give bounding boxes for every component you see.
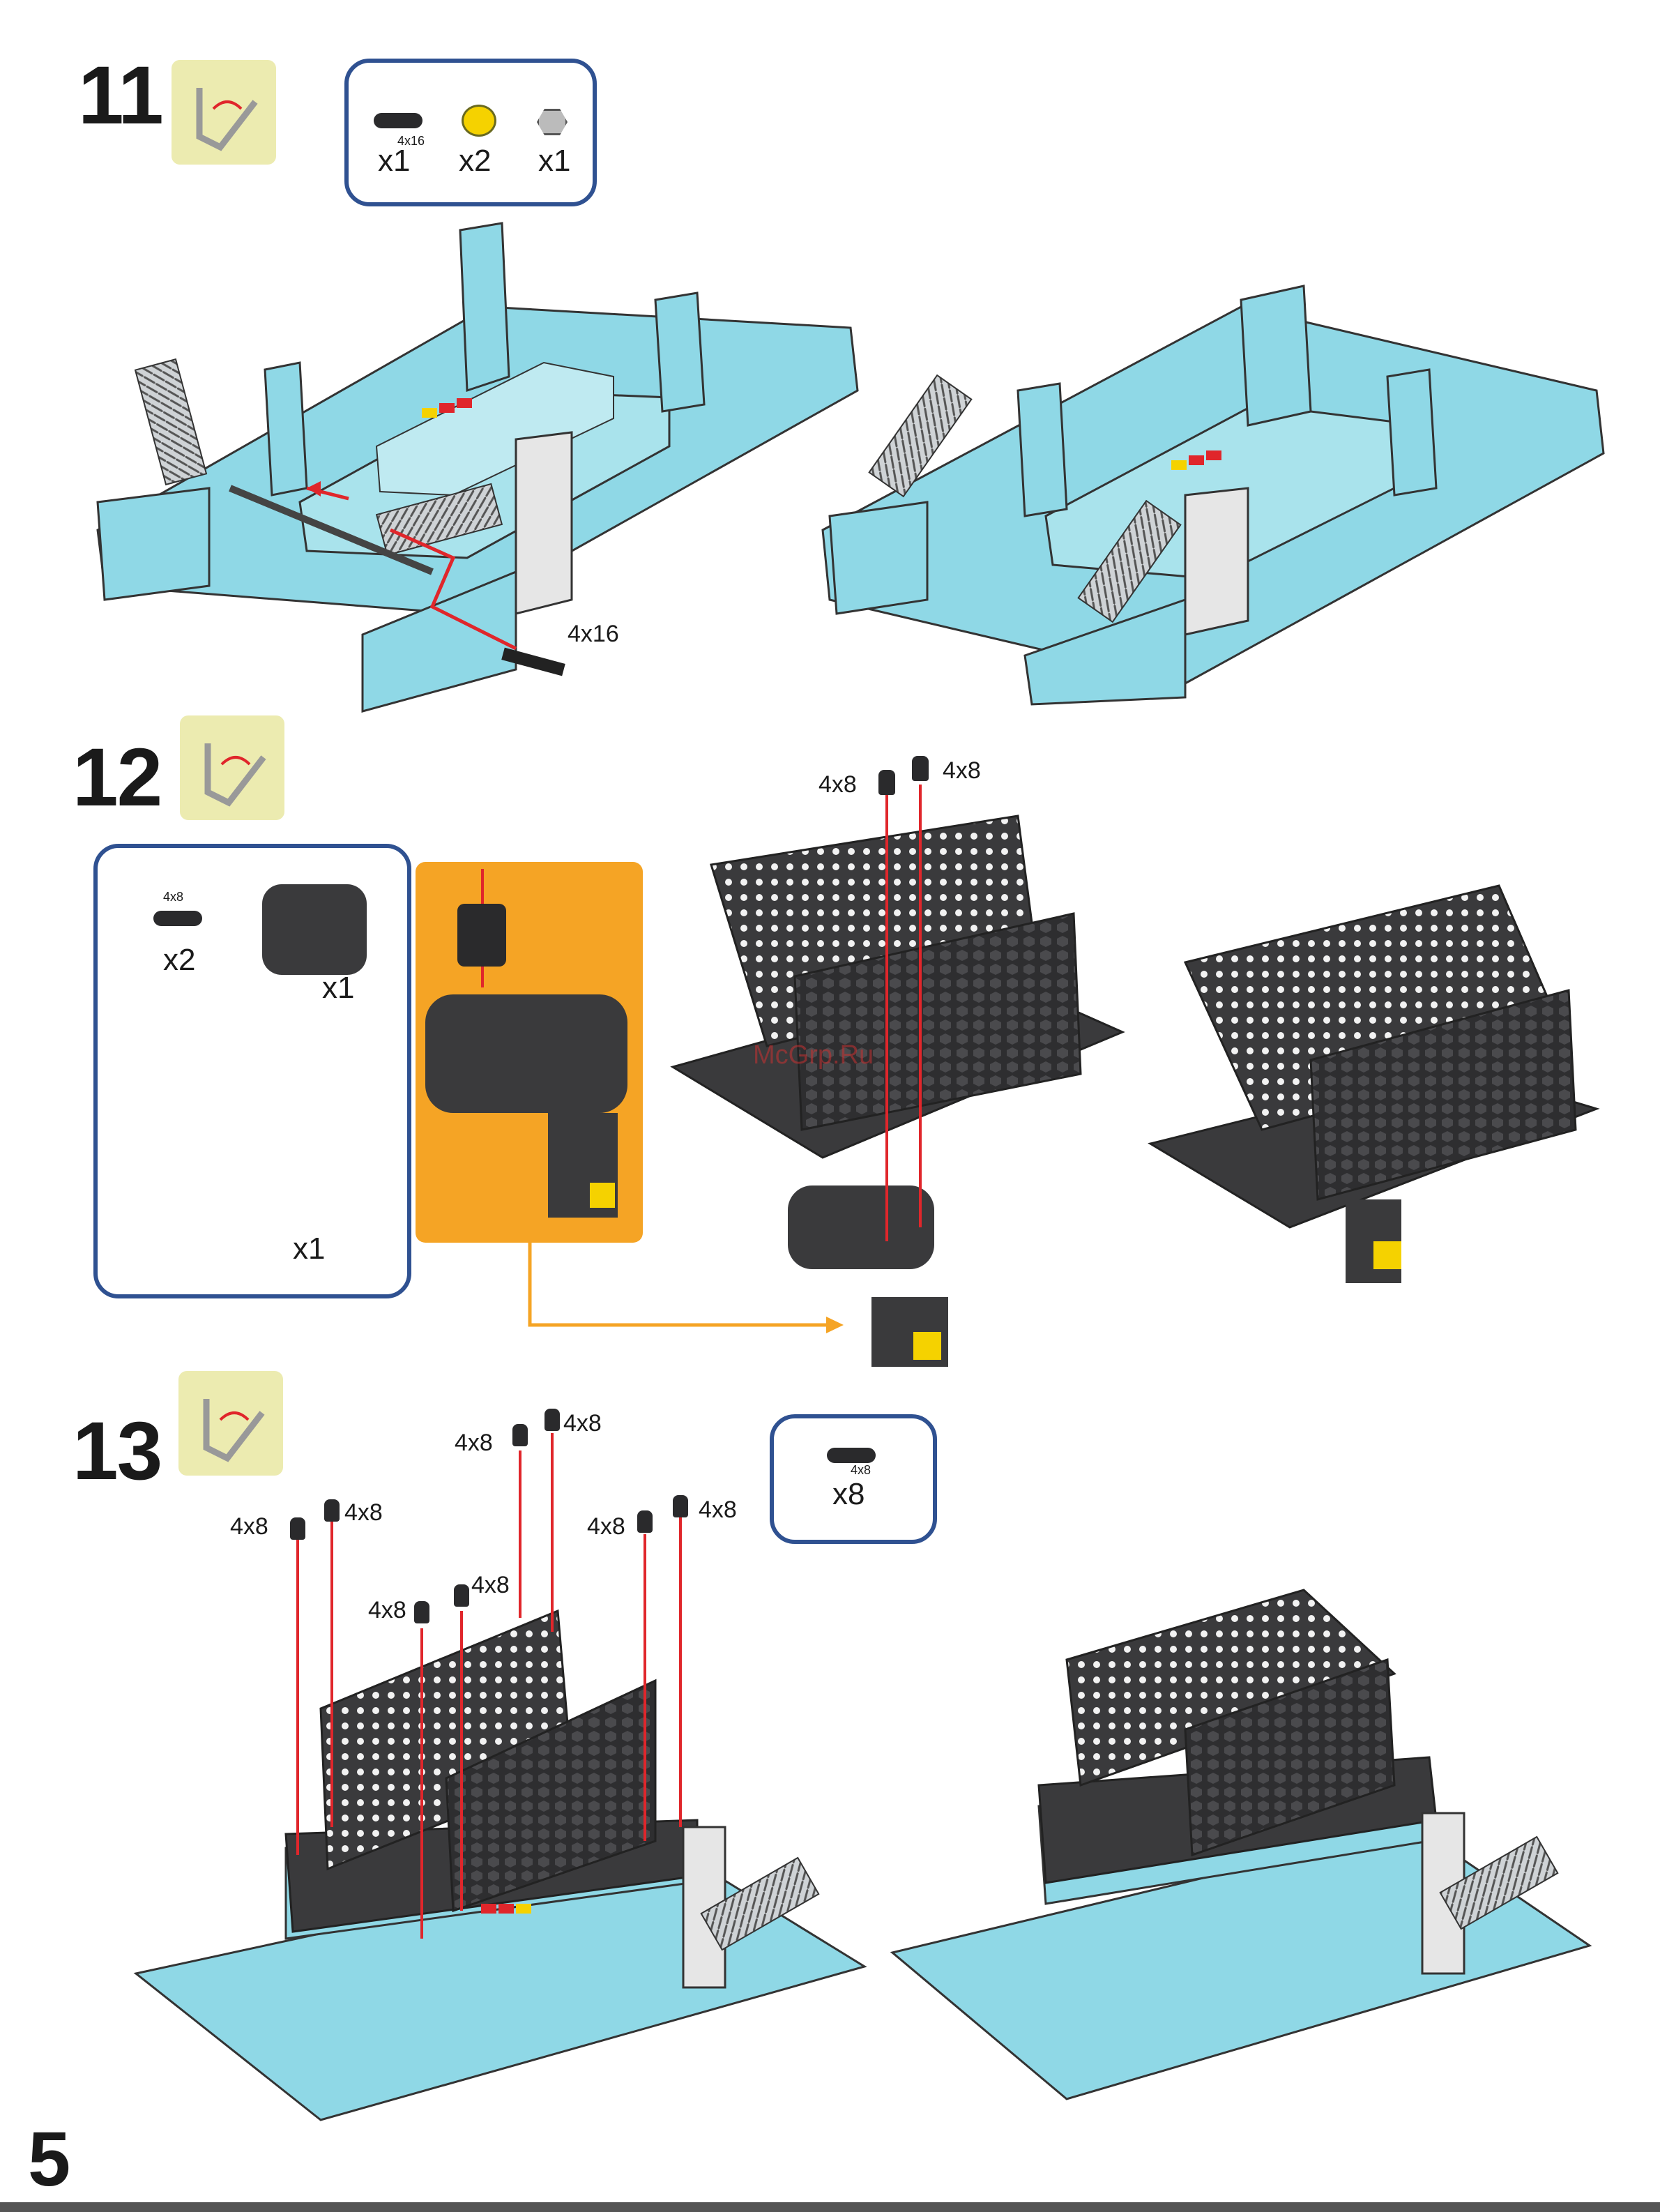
step12-assembly-exploded: [673, 816, 1122, 1367]
bottom-divider: [0, 2202, 1660, 2212]
screw-icon: [153, 911, 202, 926]
part-qty: x2: [459, 144, 491, 179]
step11-chassis-before: [98, 223, 858, 711]
callout-label: 4x8: [943, 757, 981, 785]
part-qty: x1: [538, 144, 570, 179]
step11-chassis-after: [823, 286, 1604, 704]
screw-icon: [637, 1510, 653, 1533]
part-qty: x1: [378, 144, 410, 179]
screw-icon: [673, 1495, 688, 1517]
step13-assembly-result: [892, 1590, 1590, 2099]
callout-label: 4x8: [587, 1513, 625, 1540]
bucket-icon: [149, 1088, 351, 1248]
step-number-11: 11: [78, 54, 162, 137]
spacer-icon: [462, 105, 496, 137]
screw-icon: [827, 1448, 876, 1463]
part-size-label: 4x8: [163, 890, 183, 904]
screw-icon: [512, 1424, 528, 1446]
callout-label: 4x8: [563, 1410, 602, 1437]
step-number-12: 12: [73, 736, 161, 819]
servo-gear-assembly-drawing: [416, 862, 643, 1243]
part-qty: x1: [293, 1232, 325, 1266]
part-qty: x8: [832, 1477, 865, 1512]
step-number-13: 13: [73, 1410, 161, 1492]
screw-icon: [878, 770, 895, 795]
step13-assembly-exploded: [136, 1611, 865, 2120]
screw-icon: [545, 1409, 560, 1431]
step12-assembly-result: [1150, 886, 1597, 1283]
callout-label: 4x8: [455, 1430, 493, 1457]
part-size-label: 4x8: [851, 1463, 871, 1478]
part-qty: x2: [163, 943, 195, 978]
callout-label: 4x8: [818, 771, 857, 798]
screw-icon: [324, 1499, 340, 1522]
callout-label: 4x8: [368, 1597, 406, 1624]
callout-label: 4x8: [230, 1513, 268, 1540]
screw-icon: [374, 113, 422, 128]
page-number: 5: [28, 2121, 70, 2198]
hex-key-tool-icon: [172, 60, 276, 165]
screw-icon: [912, 756, 929, 781]
screw-icon: [454, 1584, 469, 1607]
hex-key-tool-icon: [178, 1371, 283, 1476]
watermark: McGrp.Ru: [753, 1040, 874, 1070]
part-qty: x1: [322, 971, 354, 1006]
hex-key-tool-icon: [180, 715, 284, 820]
callout-label: 4x8: [471, 1572, 510, 1599]
callout-label: 4x8: [699, 1497, 737, 1524]
callout-label: 4x16: [568, 621, 619, 648]
screw-icon: [414, 1601, 429, 1623]
servo-icon: [262, 884, 367, 975]
callout-label: 4x8: [344, 1499, 383, 1527]
screw-icon: [290, 1517, 305, 1540]
